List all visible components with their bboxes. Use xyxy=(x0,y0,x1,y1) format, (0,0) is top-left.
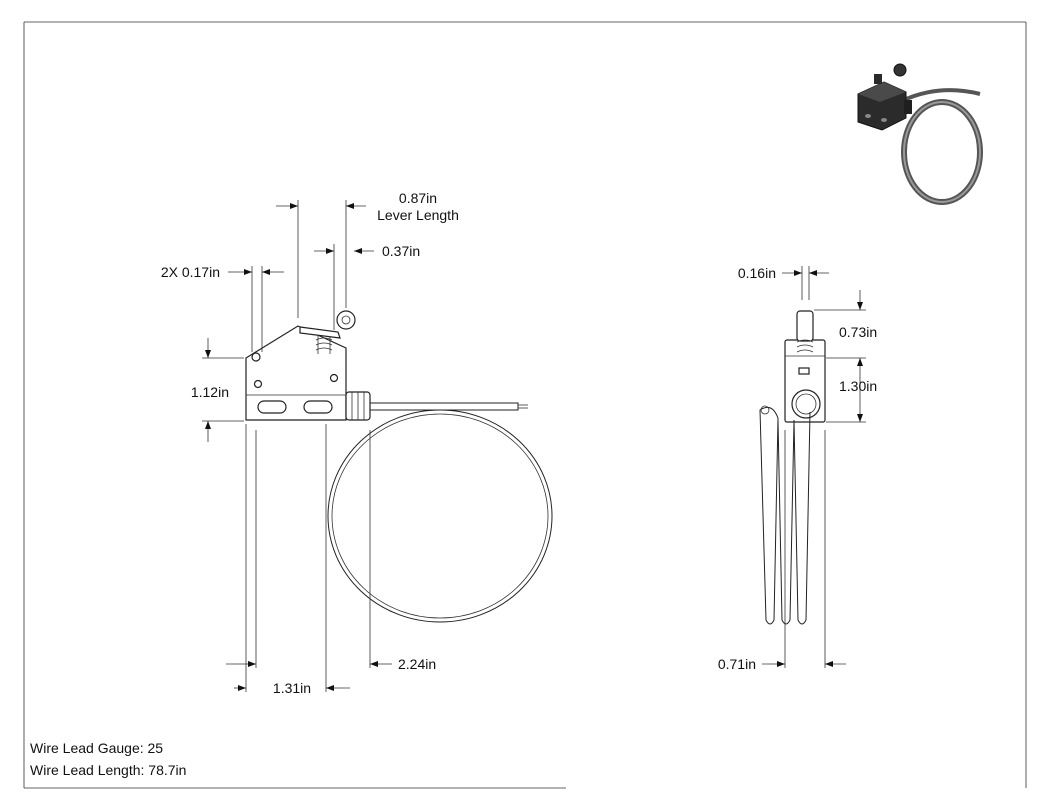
spring xyxy=(315,336,333,354)
dim-side-body-width: 0.71in xyxy=(718,656,756,672)
dim-side-lever-width: 0.16in xyxy=(738,265,776,281)
side-view xyxy=(759,310,826,625)
front-view xyxy=(245,310,553,623)
switch-body xyxy=(245,325,347,421)
dim-lever-length-label: Lever Length xyxy=(377,207,459,223)
mounting-slot-left xyxy=(257,400,287,414)
front-dimensions: 0.87in Lever Length 0.37in 2X 0.17in 1.1… xyxy=(161,190,459,696)
wire-length-note: Wire Lead Length: 78.7in xyxy=(30,762,187,778)
wire-coil xyxy=(327,409,553,623)
mounting-slot-right xyxy=(303,400,333,414)
dim-hole-diameter: 2X 0.17in xyxy=(161,264,220,280)
dim-lever-length-value: 0.87in xyxy=(399,190,437,206)
lever-roller xyxy=(336,310,356,330)
wire-gauge-note: Wire Lead Gauge: 25 xyxy=(30,740,164,756)
side-dimensions: 0.16in 0.73in 1.30in 0.71in xyxy=(718,265,877,672)
dim-body-length: 1.31in xyxy=(273,680,311,696)
isometric-view xyxy=(857,63,983,205)
drawing-border xyxy=(23,21,1027,789)
dim-side-lever-height: 0.73in xyxy=(839,324,877,340)
dim-side-body-height: 1.30in xyxy=(839,378,877,394)
mounting-hole-top xyxy=(251,352,261,362)
wire-lead xyxy=(370,402,519,411)
dim-body-height: 1.12in xyxy=(191,384,229,400)
side-wire-coil xyxy=(759,406,779,625)
lever-arm xyxy=(299,326,341,339)
dim-wire-loop-width: 2.24in xyxy=(398,656,436,672)
dim-roller-offset: 0.37in xyxy=(382,243,420,259)
